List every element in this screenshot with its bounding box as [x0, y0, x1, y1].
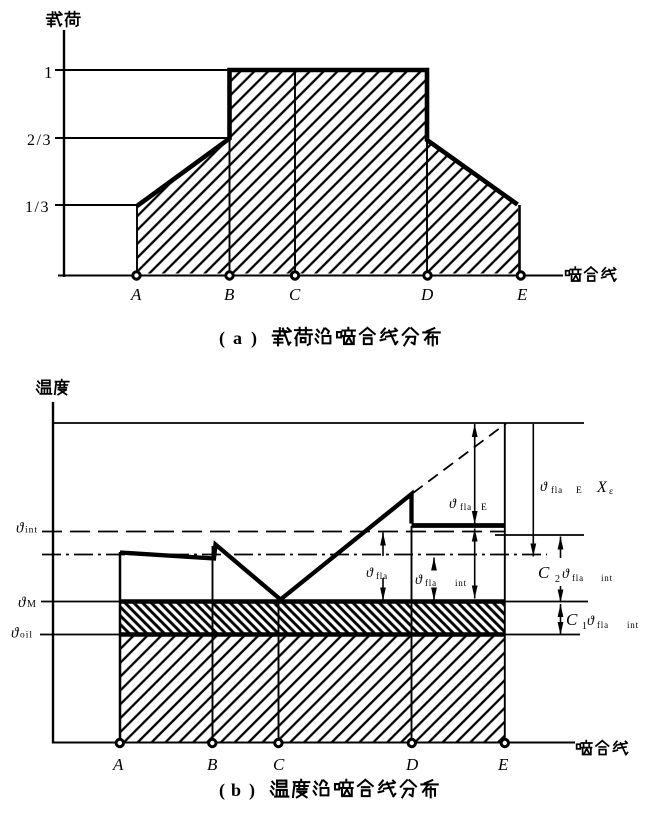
svg-text:C: C [289, 285, 301, 304]
svg-text:b: b [231, 780, 241, 800]
svg-text:D: D [420, 285, 434, 304]
svg-text:ϑ: ϑ [18, 595, 27, 611]
svg-text:C: C [566, 610, 578, 629]
svg-text:fla: fla [460, 502, 472, 512]
svg-text:ϑ: ϑ [540, 480, 548, 495]
svg-text:B: B [207, 755, 218, 774]
svg-text:ϑ: ϑ [562, 567, 570, 582]
svg-text:fla: fla [551, 485, 563, 495]
svg-text:A: A [112, 755, 124, 774]
svg-text:ϑ: ϑ [11, 626, 20, 642]
svg-text:): ) [249, 780, 255, 801]
svg-text:(: ( [219, 780, 225, 801]
svg-text:2: 2 [555, 574, 561, 585]
svg-text:fla: fla [572, 573, 584, 583]
svg-text:2/3: 2/3 [27, 132, 52, 149]
svg-text:ϑ: ϑ [587, 614, 595, 629]
svg-text:E: E [497, 755, 509, 774]
svg-text:E: E [481, 503, 488, 513]
svg-text:int: int [627, 620, 639, 630]
svg-text:): ) [251, 328, 257, 349]
svg-text:int: int [455, 578, 467, 588]
svg-text:1: 1 [44, 63, 53, 82]
svg-text:D: D [405, 755, 419, 774]
svg-text:int: int [601, 573, 613, 583]
svg-text:oil: oil [20, 631, 33, 641]
svg-text:1: 1 [582, 621, 588, 632]
svg-text:ε: ε [609, 487, 614, 497]
svg-text:1/3: 1/3 [25, 199, 50, 216]
svg-text:int: int [25, 526, 38, 536]
svg-text:ϑ: ϑ [449, 497, 457, 512]
svg-text:fla: fla [425, 578, 437, 588]
svg-text:ϑ: ϑ [16, 521, 25, 537]
svg-text:E: E [576, 486, 583, 496]
svg-text:ϑ: ϑ [366, 566, 374, 581]
svg-text:B: B [224, 285, 235, 304]
svg-text:ϑ: ϑ [415, 573, 423, 588]
svg-text:(: ( [219, 328, 225, 349]
svg-text:fla: fla [376, 571, 388, 581]
svg-text:E: E [516, 285, 528, 304]
svg-text:fla: fla [597, 620, 609, 630]
svg-text:C: C [273, 755, 285, 774]
svg-text:C: C [538, 563, 550, 582]
svg-text:A: A [130, 285, 142, 304]
svg-text:a: a [233, 328, 242, 348]
svg-text:M: M [27, 599, 37, 610]
svg-text:X: X [596, 479, 608, 496]
